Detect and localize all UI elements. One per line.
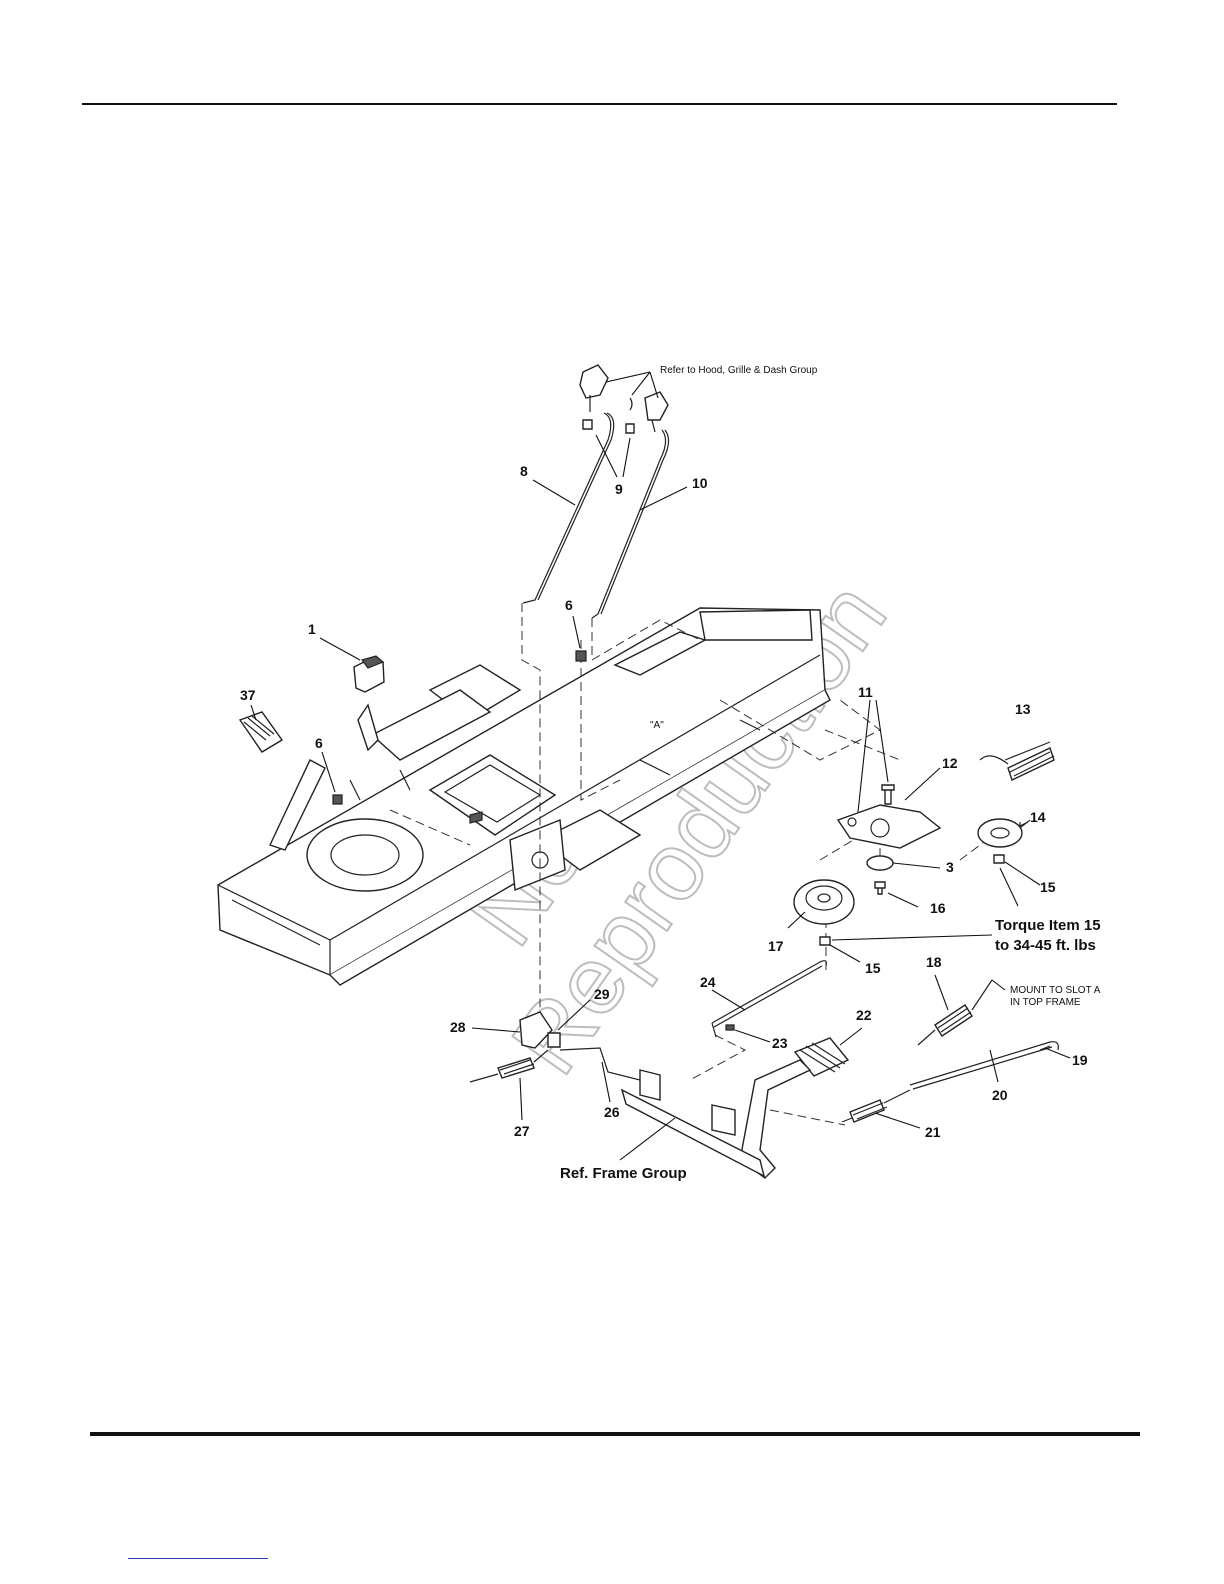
callout-1: 1: [308, 621, 316, 637]
callout-17: 17: [768, 938, 784, 954]
callout-23: 23: [772, 1035, 788, 1051]
callout-10: 10: [692, 475, 708, 491]
callout-18: 18: [926, 954, 942, 970]
hood-grille-dash-reference: Refer to Hood, Grille & Dash Group: [660, 365, 818, 376]
callout-22: 22: [856, 1007, 872, 1023]
torque-note-line1: Torque Item 15: [995, 917, 1101, 934]
callout-15-right: 15: [1040, 879, 1056, 895]
callout-15-center: 15: [865, 960, 881, 976]
slot-a-label: "A": [650, 720, 664, 731]
callout-20: 20: [992, 1087, 1008, 1103]
callout-28: 28: [450, 1019, 466, 1035]
callout-24: 24: [700, 974, 716, 990]
mount-note-line2: IN TOP FRAME: [1010, 997, 1081, 1008]
frame-group-reference: Ref. Frame Group: [560, 1165, 687, 1182]
callout-11: 11: [858, 684, 873, 700]
callout-26: 26: [604, 1104, 620, 1120]
callout-19: 19: [1072, 1052, 1088, 1068]
torque-note-line2: to 34-45 ft. lbs: [995, 937, 1096, 954]
callout-13: 13: [1015, 701, 1031, 717]
footer-link-underline[interactable]: [128, 1558, 268, 1559]
callout-27: 27: [514, 1123, 530, 1139]
mount-note-line1: MOUNT TO SLOT A: [1010, 985, 1101, 996]
callout-6-top: 6: [565, 597, 573, 613]
callout-12: 12: [942, 755, 958, 771]
callout-37: 37: [240, 687, 256, 703]
callout-6-left: 6: [315, 735, 323, 751]
callout-29: 29: [594, 986, 610, 1002]
callout-14: 14: [1030, 809, 1046, 825]
callout-21: 21: [925, 1124, 941, 1140]
callout-16: 16: [930, 900, 946, 916]
callout-8: 8: [520, 463, 528, 479]
linkage-rods: [523, 365, 669, 618]
callout-3: 3: [946, 859, 954, 875]
footer-rule: [90, 1432, 1140, 1436]
callout-9: 9: [615, 481, 623, 497]
